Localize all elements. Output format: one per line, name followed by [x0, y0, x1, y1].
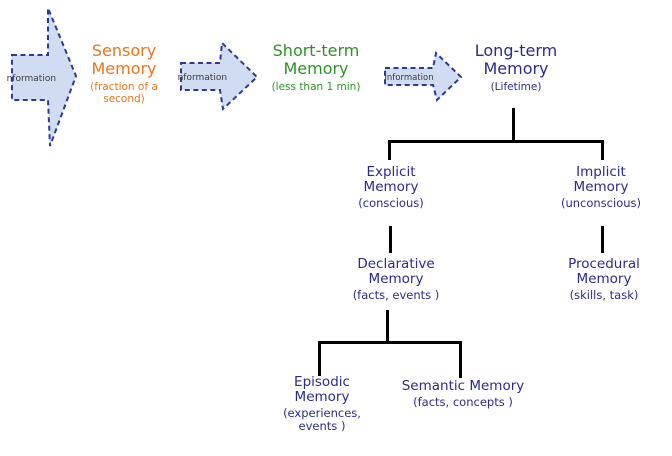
connector-longterm-trunk — [512, 108, 515, 143]
connector-semantic-stub — [459, 341, 462, 378]
node-title: Episodic Memory — [294, 374, 350, 405]
stage-title: Short-term Memory — [272, 41, 360, 78]
node-subtitle: (conscious) — [358, 196, 424, 210]
connector-declarative-trunk — [386, 310, 389, 344]
information-label: Information — [6, 74, 56, 84]
node-title: Semantic Memory — [401, 378, 525, 394]
node-subtitle: (skills, task) — [569, 288, 639, 302]
connector-implicit-procedural — [601, 226, 604, 253]
node-episodic-memory: Episodic Memory (experiences, events ) — [272, 375, 372, 433]
information-arrow-2: Information — [178, 40, 259, 112]
connector-implicit-stub — [601, 140, 604, 160]
node-title: Implicit Memory — [573, 164, 629, 195]
information-label: Information — [384, 73, 433, 83]
node-declarative-memory: Declarative Memory (facts, events ) — [340, 257, 452, 302]
information-label: Information — [178, 73, 227, 83]
node-subtitle: (facts, events ) — [352, 288, 440, 302]
stage-subtitle: (fraction of a second) — [90, 81, 158, 105]
dashed-arrow-icon — [180, 40, 259, 112]
node-subtitle: (experiences, events ) — [283, 406, 361, 433]
dashed-arrow-icon — [11, 7, 78, 147]
stage-title: Long-term Memory — [474, 41, 558, 78]
node-title: Procedural Memory — [568, 256, 640, 287]
stage-title: Sensory Memory — [91, 41, 157, 78]
connector-episodic-stub — [318, 341, 321, 376]
dashed-arrow-icon — [384, 51, 463, 102]
stage-sensory-memory: Sensory Memory (fraction of a second) — [77, 41, 171, 106]
stage-short-term-memory: Short-term Memory (less than 1 min) — [266, 41, 366, 94]
stage-subtitle: (Lifetime) — [490, 81, 542, 93]
information-arrow-3: Information — [384, 51, 463, 102]
node-title: Explicit Memory — [363, 164, 419, 195]
information-arrow-1: Information — [6, 7, 78, 147]
node-semantic-memory: Semantic Memory (facts, concepts ) — [401, 379, 525, 409]
node-implicit-memory: Implicit Memory (unconscious) — [551, 165, 651, 210]
node-subtitle: (unconscious) — [560, 196, 642, 210]
stage-subtitle: (less than 1 min) — [271, 81, 361, 93]
connector-explicit-declarative — [389, 226, 392, 253]
node-title: Declarative Memory — [357, 256, 435, 287]
connector-level3-horizontal — [318, 341, 462, 344]
stage-long-term-memory: Long-term Memory (Lifetime) — [466, 41, 566, 94]
connector-level1-horizontal — [388, 140, 604, 143]
node-explicit-memory: Explicit Memory (conscious) — [341, 165, 441, 210]
node-subtitle: (facts, concepts ) — [413, 395, 513, 409]
connector-explicit-stub — [388, 140, 391, 160]
node-procedural-memory: Procedural Memory (skills, task) — [548, 257, 660, 302]
